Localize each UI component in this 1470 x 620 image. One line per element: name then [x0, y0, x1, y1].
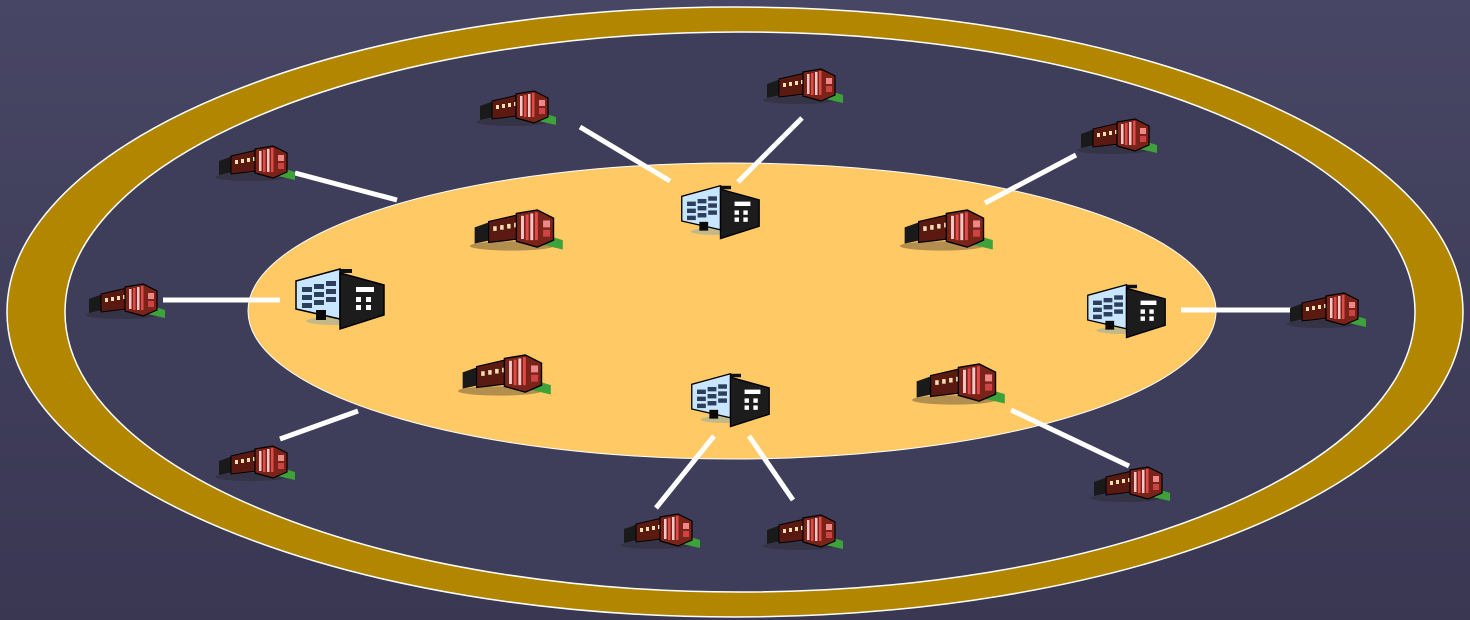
- network-diagram: [0, 0, 1470, 620]
